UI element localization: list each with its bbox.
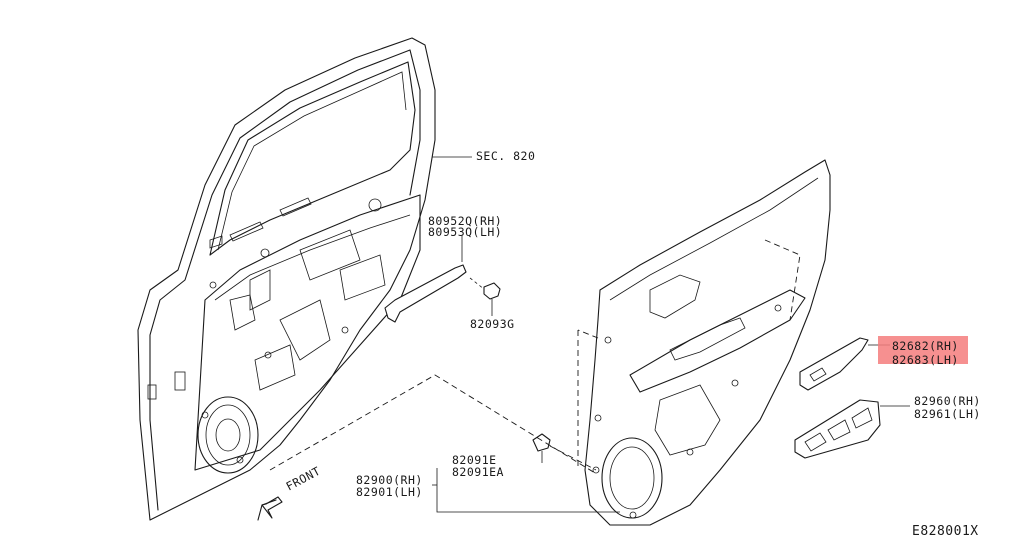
power-window-switch-part [794,399,910,459]
label-82960: 82960(RH) [914,394,981,408]
label-82900: 82900(RH) [356,473,423,487]
front-arrow-icon [257,496,283,521]
bracket-part [384,236,467,323]
label-sec-820: SEC. 820 [476,149,536,163]
screw-part [469,277,501,316]
leader-trim [436,468,620,513]
switch-cover-part [799,337,890,391]
clip-part [532,433,551,463]
label-82961: 82961(LH) [914,407,981,421]
label-80952q: 80952Q(RH) [428,214,503,228]
label-82091e: 82091E [452,453,497,467]
label-80953q: 80953Q(LH) [428,225,503,239]
assembly-guide [269,374,596,474]
clip-guide [549,445,597,471]
door-frame [137,37,436,521]
label-82682: 82682(RH) [892,339,959,353]
diagram-id: E828001X [912,524,979,539]
door-trim-panel [577,159,831,526]
highlight-82682 [878,336,968,364]
label-82093g: 82093G [470,317,515,331]
label-82683: 82683(LH) [892,353,959,367]
label-82091ea: 82091EA [452,465,504,479]
label-82901: 82901(LH) [356,485,423,499]
